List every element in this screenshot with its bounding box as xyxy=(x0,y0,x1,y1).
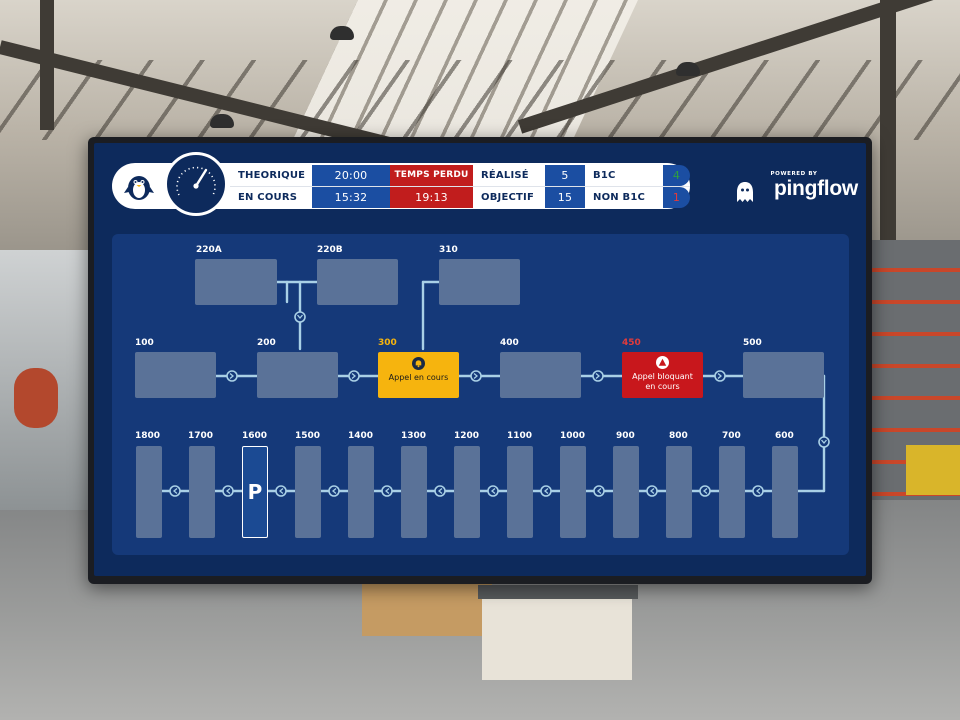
kpi-en-cours-label: EN COURS xyxy=(238,192,298,203)
station-220a[interactable] xyxy=(195,259,277,305)
ceiling-lamp xyxy=(330,26,354,40)
arrow-nodes-bottom xyxy=(169,485,764,497)
display-screen: THEORIQUE 20:00 TEMPS PERDU RÉALISÉ 5 B1… xyxy=(88,137,872,584)
pingflow-logo-icon xyxy=(737,182,753,202)
kpi-objectif-label: OBJECTIF xyxy=(481,192,534,203)
station-label-220b: 220B xyxy=(317,245,343,255)
station-900[interactable] xyxy=(613,446,639,538)
station-label-100: 100 xyxy=(135,338,154,348)
station-300-alert[interactable]: Appel en cours xyxy=(378,352,459,398)
station-label-310: 310 xyxy=(439,245,458,255)
kpi-objectif-value: 15 xyxy=(545,187,585,208)
kpi-realise-value: 5 xyxy=(545,165,585,186)
station-220b[interactable] xyxy=(317,259,398,305)
kpi-row-divider xyxy=(230,186,690,187)
warning-triangle-icon xyxy=(656,356,669,369)
powered-by-label: POWERED BY xyxy=(770,171,818,177)
station-1100[interactable] xyxy=(507,446,533,538)
station-label-1100: 1100 xyxy=(507,431,533,441)
station-500[interactable] xyxy=(743,352,824,398)
kpi-theorique-label: THEORIQUE xyxy=(238,170,306,181)
station-label-1500: 1500 xyxy=(295,431,321,441)
kpi-realise-label: RÉALISÉ xyxy=(481,170,529,181)
station-100[interactable] xyxy=(135,352,216,398)
station-450-alert[interactable]: Appel bloquant en cours xyxy=(622,352,703,398)
station-1700[interactable] xyxy=(189,446,215,538)
roof-beam xyxy=(880,0,896,240)
station-200[interactable] xyxy=(257,352,338,398)
kpi-b1c-value: 4 xyxy=(663,165,690,186)
station-label-220a: 220A xyxy=(196,245,222,255)
station-label-600: 600 xyxy=(775,431,794,441)
station-1000[interactable] xyxy=(560,446,586,538)
cable-reel xyxy=(14,368,58,428)
station-1200[interactable] xyxy=(454,446,480,538)
kpi-temps-perdu-value: 19:13 xyxy=(390,187,473,208)
station-label-1200: 1200 xyxy=(454,431,480,441)
bell-icon xyxy=(412,357,425,370)
ceiling-lamp xyxy=(210,114,234,128)
arrow-nodes-middle xyxy=(226,370,726,382)
station-800[interactable] xyxy=(666,446,692,538)
station-450-alert-text-1: Appel bloquant xyxy=(632,372,693,381)
station-label-900: 900 xyxy=(616,431,635,441)
station-600[interactable] xyxy=(772,446,798,538)
station-1500[interactable] xyxy=(295,446,321,538)
station-300-alert-text: Appel en cours xyxy=(388,373,449,382)
kpi-non-b1c-label: NON B1C xyxy=(593,192,646,203)
kpi-en-cours-value: 15:32 xyxy=(312,187,390,208)
station-label-1700: 1700 xyxy=(188,431,214,441)
station-label-1400: 1400 xyxy=(348,431,374,441)
station-label-1600: 1600 xyxy=(242,431,268,441)
station-1300[interactable] xyxy=(401,446,427,538)
station-label-1300: 1300 xyxy=(401,431,427,441)
parking-icon: P xyxy=(247,480,263,504)
yellow-equipment xyxy=(906,445,960,495)
station-label-1000: 1000 xyxy=(560,431,586,441)
station-400[interactable] xyxy=(500,352,581,398)
station-label-500: 500 xyxy=(743,338,762,348)
station-1800[interactable] xyxy=(136,446,162,538)
station-label-400: 400 xyxy=(500,338,519,348)
kpi-theorique-value: 20:00 xyxy=(312,165,390,186)
station-label-450: 450 xyxy=(622,338,641,348)
kpi-b1c-label: B1C xyxy=(593,170,616,181)
dashboard: THEORIQUE 20:00 TEMPS PERDU RÉALISÉ 5 B1… xyxy=(94,143,866,576)
arrow-nodes-top xyxy=(294,311,830,448)
station-label-700: 700 xyxy=(722,431,741,441)
penguin-mascot-icon xyxy=(124,176,154,200)
brand-name: pingflow xyxy=(774,177,858,200)
speed-gauge-icon xyxy=(164,152,228,216)
station-310[interactable] xyxy=(439,259,520,305)
station-label-200: 200 xyxy=(257,338,276,348)
station-label-800: 800 xyxy=(669,431,688,441)
kpi-temps-perdu-label: TEMPS PERDU xyxy=(390,165,473,186)
steel-sheets xyxy=(478,585,638,599)
pallet xyxy=(362,580,492,636)
pallet xyxy=(482,590,632,680)
production-line-panel: 220A 220B 310 100 200 300 Appel en cours… xyxy=(112,234,849,555)
station-label-1800: 1800 xyxy=(135,431,161,441)
kpi-non-b1c-value: 1 xyxy=(663,187,690,208)
roof-beam xyxy=(40,0,54,130)
ceiling-lamp xyxy=(676,62,700,76)
roof-truss xyxy=(0,60,960,140)
station-1400[interactable] xyxy=(348,446,374,538)
station-label-300: 300 xyxy=(378,338,397,348)
station-450-alert-text-2: en cours xyxy=(645,382,680,391)
station-1600-parking[interactable]: P xyxy=(242,446,268,538)
station-700[interactable] xyxy=(719,446,745,538)
